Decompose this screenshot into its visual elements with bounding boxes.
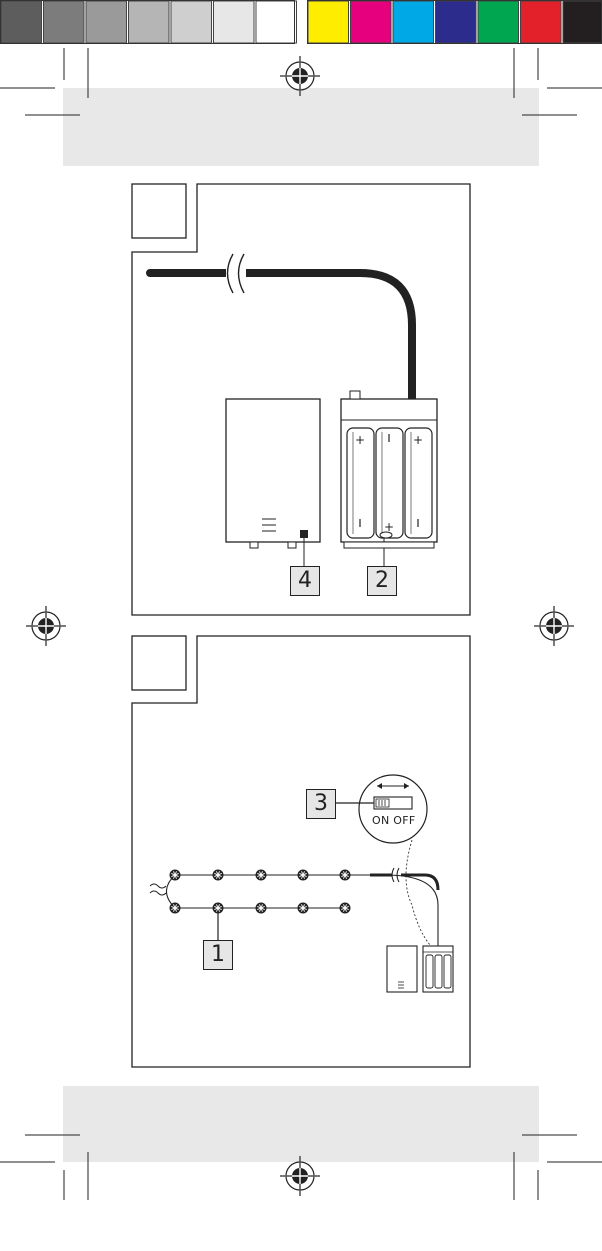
light-bulb-icon (255, 869, 267, 881)
small-battery-compartment (422, 945, 454, 993)
cable (146, 269, 416, 404)
light-bulb-icon (339, 902, 351, 914)
light-bulb-icon (297, 869, 309, 881)
header-band (63, 88, 539, 166)
light-bulb-icon (212, 902, 224, 914)
color-swatch (435, 0, 477, 44)
switch-label-on-off: ON OFF (372, 814, 416, 827)
color-swatch (562, 0, 602, 44)
svg-text:+: + (413, 433, 423, 447)
registration-mark-left (26, 606, 66, 646)
color-swatch (350, 0, 392, 44)
crop-marks (0, 48, 602, 1200)
color-swatch (85, 0, 127, 44)
color-swatch (213, 0, 255, 44)
registration-mark-bottom (280, 1156, 320, 1196)
lid-latch (300, 530, 308, 538)
color-swatch (0, 0, 42, 44)
color-swatch (477, 0, 519, 44)
figure-a-frame (131, 183, 471, 616)
light-chain (149, 867, 440, 946)
light-bulb-icon (212, 869, 224, 881)
figure-a: + + + (131, 183, 471, 616)
light-bulb-icon (255, 902, 267, 914)
cable-break (226, 255, 246, 293)
battery-left: + (346, 427, 375, 539)
small-battery-box-lid (386, 945, 418, 993)
callout-battery-box-lid: 4 (290, 566, 320, 596)
light-bulb-icon (339, 869, 351, 881)
color-swatch (307, 0, 349, 44)
color-swatch (520, 0, 562, 44)
registration-mark-right (534, 606, 574, 646)
light-bulb-icon (169, 869, 181, 881)
footer-band (63, 1086, 539, 1162)
callout-light-chain: 1 (203, 940, 233, 970)
light-bulb-icon (169, 902, 181, 914)
battery-middle: + (375, 427, 404, 539)
registration-mark-top (280, 56, 320, 96)
figure-a-letter-box (131, 183, 187, 239)
callout-switch: 3 (306, 789, 336, 819)
color-swatch (255, 0, 297, 44)
callout-battery-compartment: 2 (367, 566, 397, 596)
light-bulb-icon (297, 902, 309, 914)
figure-b-frame (131, 635, 471, 1068)
battery-box-lid (225, 398, 321, 566)
battery-right: + (404, 427, 433, 539)
figure-b (131, 635, 471, 1068)
color-swatch (170, 0, 212, 44)
svg-text:+: + (384, 520, 394, 534)
color-swatch (43, 0, 85, 44)
color-swatch (392, 0, 434, 44)
color-swatch (128, 0, 170, 44)
light-bulbs (169, 869, 351, 914)
battery-compartment: + + + (340, 390, 438, 566)
figure-b-letter-box (131, 635, 187, 691)
svg-text:+: + (355, 433, 365, 447)
color-calibration-bar (0, 0, 602, 44)
